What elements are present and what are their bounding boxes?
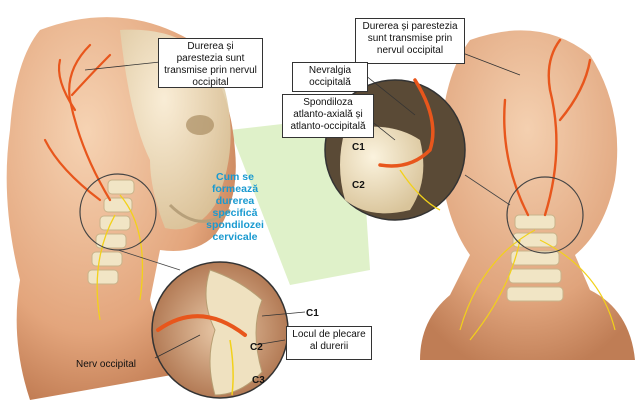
callout-neuralgia: Nevralgia occipitală <box>292 62 368 92</box>
label-c1-bottom: C1 <box>306 308 319 319</box>
zoom-circle-bottom <box>117 249 289 399</box>
callout-right-pain: Durerea și parestezia sunt transmise pri… <box>355 18 465 64</box>
label-c2-bottom: C2 <box>250 342 263 353</box>
center-title: Cum se formează durerea specifică spondi… <box>206 171 264 243</box>
callout-spondylosis: Spondiloza atlanto-axială și atlanto-occ… <box>282 94 374 138</box>
right-head-figure <box>420 30 635 361</box>
label-c2-top: C2 <box>352 180 365 191</box>
callout-left-pain: Durerea și parestezia sunt transmise pri… <box>158 38 263 88</box>
leader-lines <box>84 51 521 359</box>
callout-pain-origin: Locul de plecare al durerii <box>286 326 372 360</box>
left-head-figure <box>6 17 236 401</box>
label-nerve: Nerv occipital <box>76 359 137 370</box>
label-c1-top: C1 <box>352 142 365 153</box>
label-c3-bottom: C3 <box>252 375 265 386</box>
